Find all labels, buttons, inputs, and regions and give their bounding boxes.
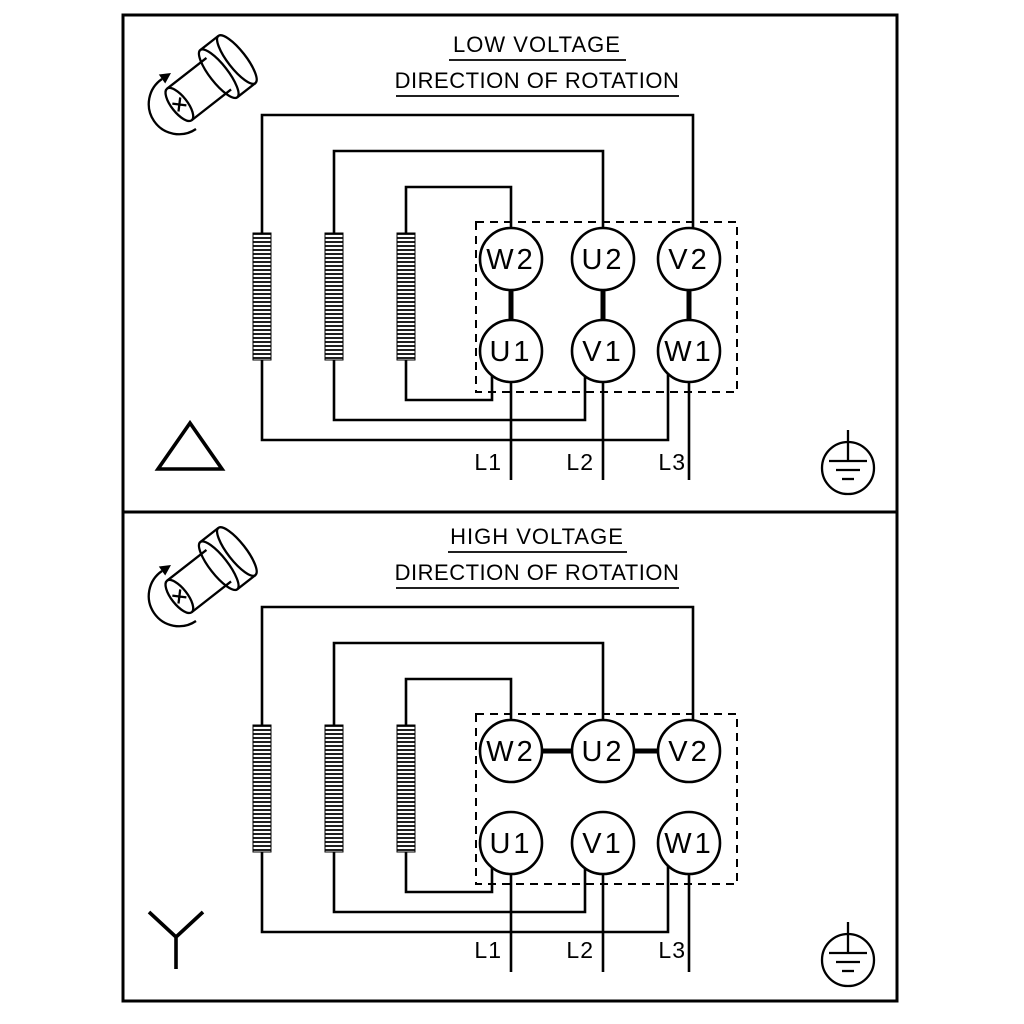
- panel-subtitle: DIRECTION OF ROTATION: [395, 560, 680, 585]
- terminal-label: V1: [582, 828, 623, 860]
- supply-line-label: L1: [474, 937, 502, 963]
- terminal-label: V2: [668, 736, 709, 768]
- terminal-label: W1: [664, 336, 714, 368]
- star-symbol-icon: [147, 910, 205, 969]
- rotation-direction-shaft-icon: [147, 521, 264, 628]
- panel-low-voltage: LOW VOLTAGE DIRECTION OF ROTATION W2 U2 …: [147, 29, 876, 496]
- terminal-label: W2: [486, 736, 536, 768]
- supply-line-label: L1: [474, 449, 502, 475]
- terminal-label: V1: [582, 336, 623, 368]
- terminal-label: U2: [581, 736, 624, 768]
- panel-title: HIGH VOLTAGE: [450, 524, 624, 549]
- supply-line-label: L3: [658, 449, 686, 475]
- panel-high-voltage: HIGH VOLTAGE DIRECTION OF ROTATION W2 U2…: [147, 521, 876, 988]
- panel-wiring: [251, 113, 876, 496]
- terminal-label: U2: [581, 244, 624, 276]
- terminal-label: U1: [489, 336, 532, 368]
- terminal-label: U1: [489, 828, 532, 860]
- rotation-direction-shaft-icon: [147, 29, 264, 136]
- supply-line-label: L3: [658, 937, 686, 963]
- delta-symbol-icon: [154, 419, 226, 471]
- terminal-label: V2: [668, 244, 709, 276]
- outer-border: [121, 13, 899, 1003]
- panel-wiring: [251, 605, 876, 988]
- panel-title: LOW VOLTAGE: [453, 32, 621, 57]
- supply-line-label: L2: [566, 449, 594, 475]
- supply-line-label: L2: [566, 937, 594, 963]
- terminal-label: W1: [664, 828, 714, 860]
- terminal-label: W2: [486, 244, 536, 276]
- panel-subtitle: DIRECTION OF ROTATION: [395, 68, 680, 93]
